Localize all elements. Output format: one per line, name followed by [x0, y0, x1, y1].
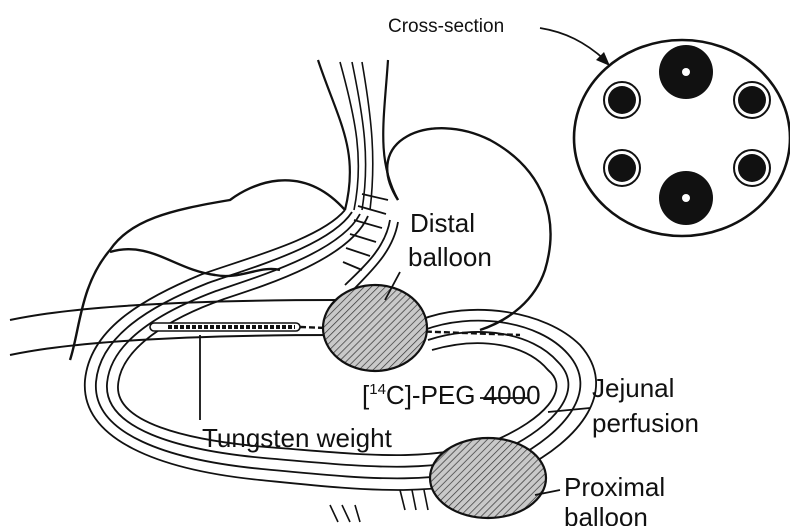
label-proximal: Proximal	[564, 472, 665, 502]
label-distal: Distal	[410, 208, 475, 238]
esophagus	[318, 60, 398, 210]
label-jejunal: Jejunal	[592, 373, 674, 403]
label-balloon-proximal: balloon	[564, 502, 648, 526]
label-peg-superscript: 14	[369, 381, 386, 398]
label-peg-rest: C]-PEG 4000	[386, 380, 541, 410]
tubing-ticks	[330, 490, 428, 522]
label-peg: [14C]-PEG 4000	[362, 380, 541, 410]
distal-balloon	[323, 285, 427, 371]
proximal-balloon	[430, 438, 546, 518]
cross-section	[574, 40, 790, 236]
label-perfusion: perfusion	[592, 408, 699, 438]
label-cross-section: Cross-section	[388, 16, 504, 37]
label-tungsten-weight: Tungsten weight	[202, 423, 393, 453]
label-balloon-distal: balloon	[408, 242, 492, 272]
